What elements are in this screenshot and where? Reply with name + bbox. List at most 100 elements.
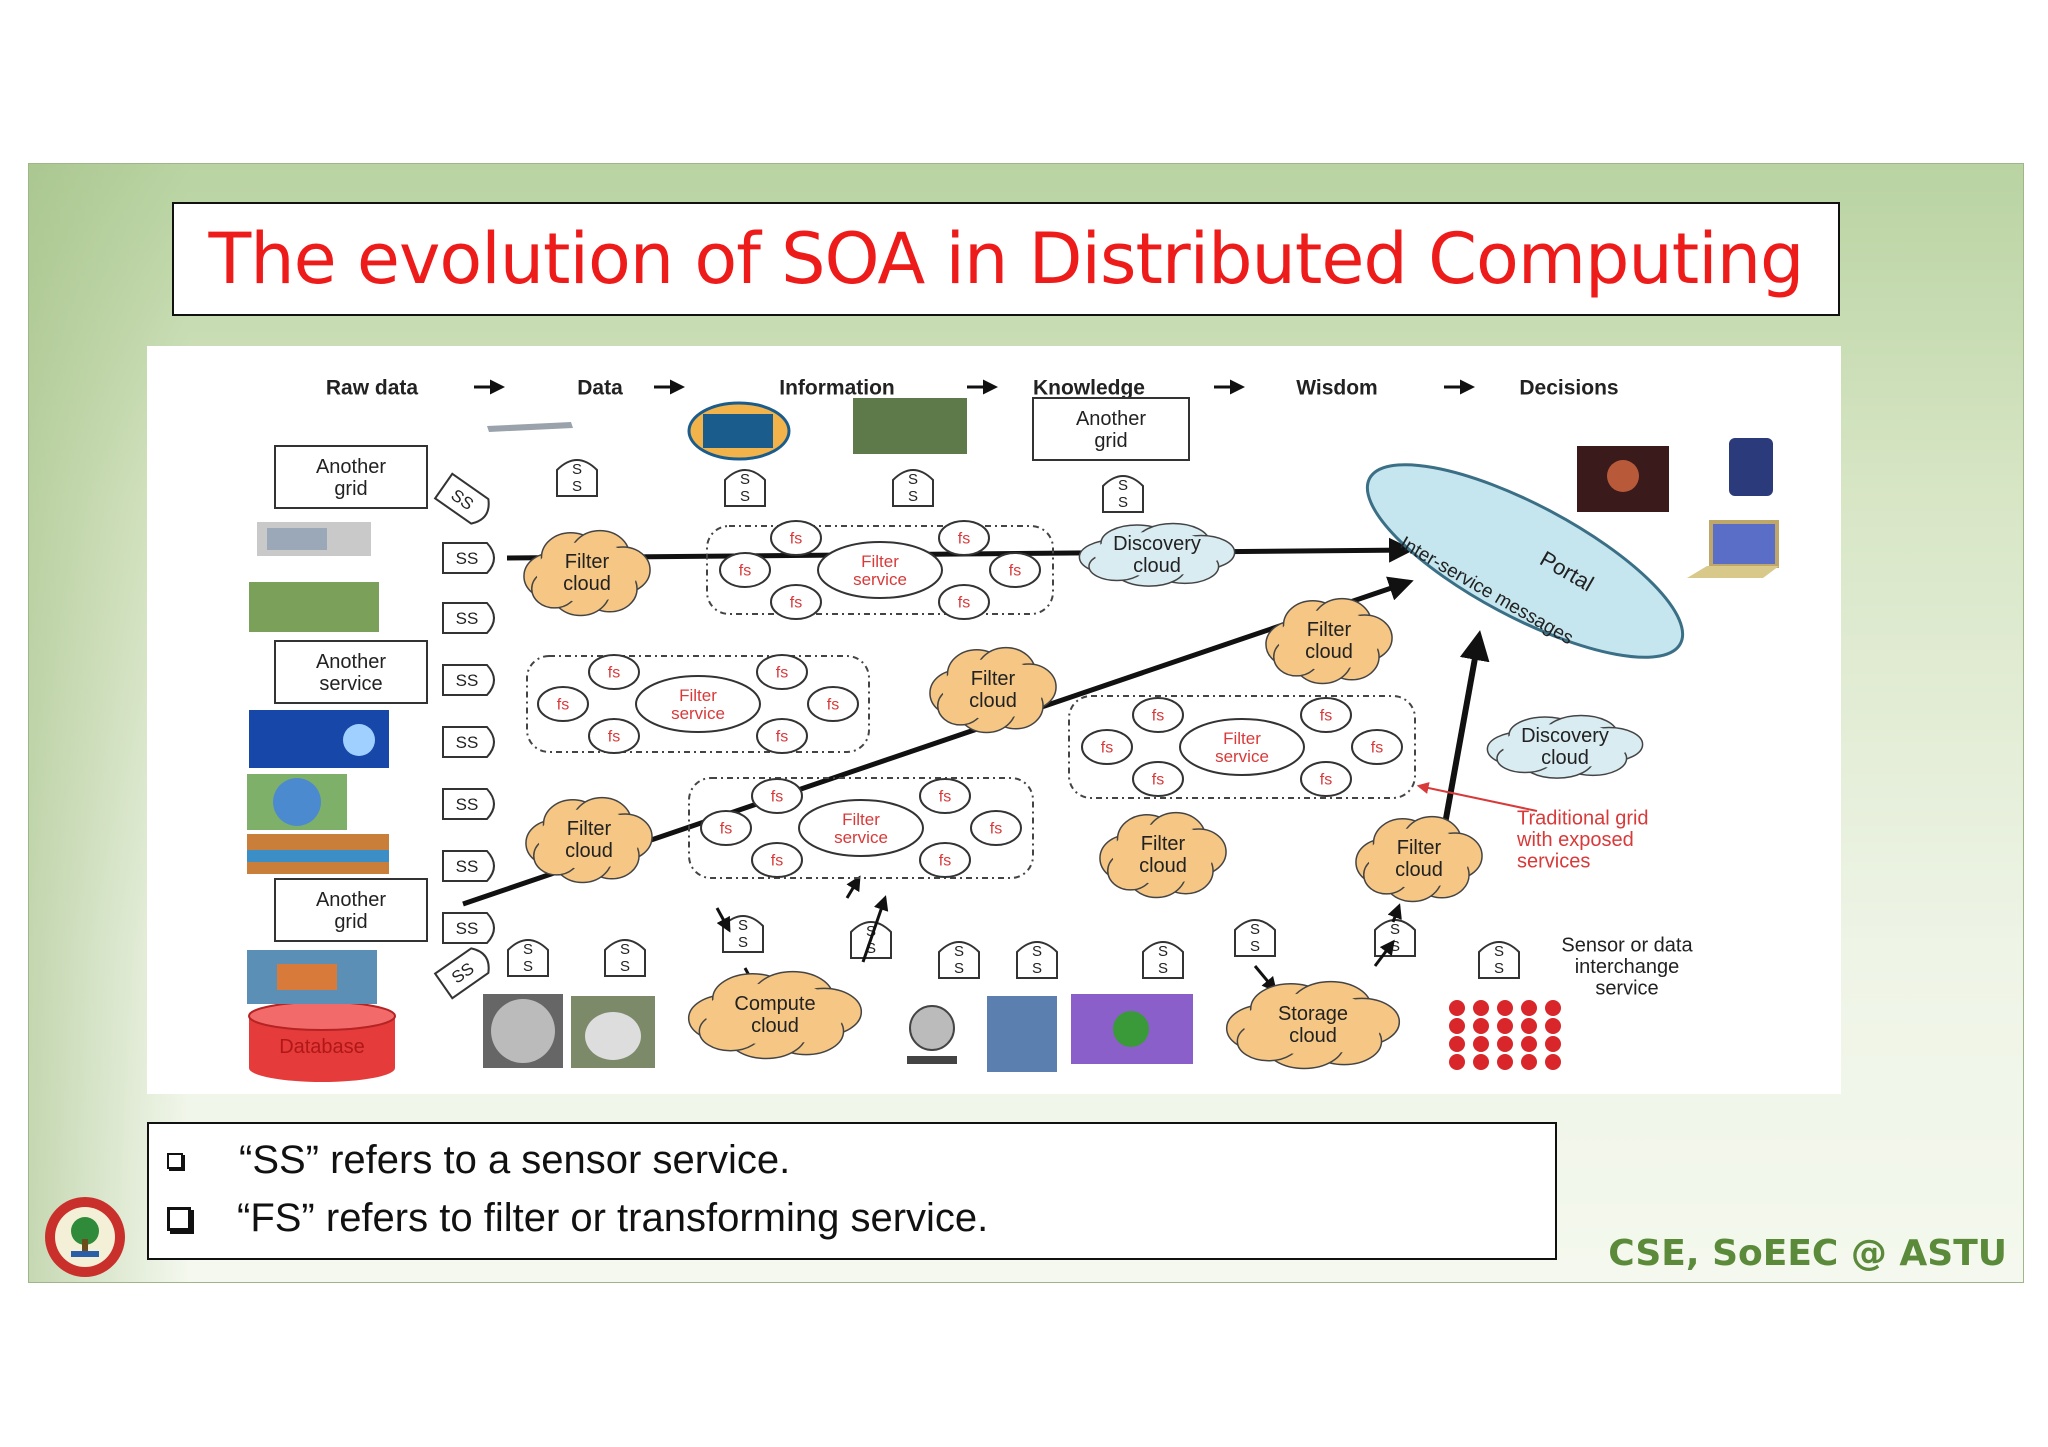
fs-label: fs [1101, 740, 1113, 757]
gateway-tag: SS [892, 469, 934, 507]
gateway-shape [1234, 919, 1276, 957]
fs-label: fs [958, 531, 970, 548]
map-land [703, 414, 773, 448]
gateway-label: S [908, 471, 918, 488]
gateway-label: S [1494, 960, 1504, 977]
fs-label: fs [739, 563, 751, 580]
fs-label: fs [771, 853, 783, 870]
filter-service-node [798, 799, 924, 857]
legend-text-fs: “FS” refers to filter or transforming se… [237, 1196, 989, 1240]
small-arrow [861, 895, 889, 963]
fs-label: fs [939, 789, 951, 806]
gateway-label: S [954, 960, 964, 977]
fs-label: fs [990, 821, 1002, 838]
database-bottom [249, 1054, 395, 1082]
sensor-network-icon [1071, 994, 1193, 1064]
sensor-service-tag [442, 726, 495, 758]
sensor-dot [1497, 1000, 1513, 1016]
region-border [1068, 695, 1416, 799]
gateway-tag: SS [722, 915, 764, 953]
legend-item-fs: “FS” refers to filter or transforming se… [167, 1196, 988, 1241]
sensor-dot [1521, 1018, 1537, 1034]
legend-text-ss: “SS” refers to a sensor service. [239, 1138, 791, 1182]
fs-label: fs [776, 665, 788, 682]
another-grid-box [1032, 397, 1190, 461]
region-border [706, 525, 1054, 615]
fs-label: fs [1371, 740, 1383, 757]
sensor-service-tag-label: SS [456, 857, 479, 876]
phone-screen [267, 528, 327, 550]
gateway-shape [1102, 475, 1144, 513]
gateway-label: S [620, 958, 630, 975]
network-photo-icon [249, 710, 389, 768]
sensor-service-tag [442, 602, 495, 634]
gateway-tag: SS [1374, 919, 1416, 957]
cloud-core [942, 658, 1044, 720]
gateway-shape [938, 941, 980, 979]
footer-credit: CSE, SoEEC @ ASTU [1608, 1233, 2007, 1274]
sensor-dot [1497, 1018, 1513, 1034]
fs-node [807, 686, 859, 722]
fs-node [989, 552, 1041, 588]
sensor-dot [1497, 1054, 1513, 1070]
gateway-shape [556, 459, 598, 497]
gateway-label: S [572, 461, 582, 478]
node [1113, 1011, 1149, 1047]
filter-service-region [526, 654, 870, 754]
filter-cloud [1355, 815, 1483, 903]
sensor-service-tag [442, 788, 495, 820]
gateway-tag: SS [1102, 475, 1144, 513]
laptop-icon [1683, 518, 1787, 586]
fs-node [919, 778, 971, 814]
fs-node [719, 552, 771, 588]
fs-node [1132, 761, 1184, 797]
filter-service-region [706, 520, 1054, 620]
gateway-tag: SS [1478, 941, 1520, 979]
sensor-service-tag-label: SS [456, 609, 479, 628]
stage-label: Information [779, 376, 895, 399]
sensor-dot [1545, 1018, 1561, 1034]
fs-label: fs [1152, 772, 1164, 789]
gateway-label: S [572, 478, 582, 495]
cloud-core [1502, 723, 1628, 769]
gateway-tag: SS [1016, 941, 1058, 979]
fs-label: fs [939, 853, 951, 870]
sensor-dot [1449, 1018, 1465, 1034]
annotation-arrow [1416, 782, 1538, 812]
gateway-label: S [1032, 960, 1042, 977]
gateway-label: S [1032, 943, 1042, 960]
tower-photo-icon-bg [987, 996, 1057, 1072]
laptop-screen [1709, 520, 1779, 568]
gateway-label: S [954, 943, 964, 960]
sensor-service-tag-label: SS [456, 549, 479, 568]
sensor-dot [1473, 1000, 1489, 1016]
stand [907, 1056, 957, 1064]
filter-service-node [1179, 718, 1305, 776]
airplane-body [487, 422, 573, 432]
sensor-dot [1497, 1036, 1513, 1052]
legend-item-ss: “SS” refers to a sensor service. [167, 1138, 790, 1183]
fs-node [970, 810, 1022, 846]
gateway-label: S [866, 923, 876, 940]
fs-node [938, 584, 990, 620]
handheld-device-icon [1715, 432, 1787, 502]
fs-node [588, 718, 640, 754]
sensor-service-tag [442, 912, 495, 944]
person [1607, 460, 1639, 492]
gateway-shape [1142, 941, 1184, 979]
stage-label: Wisdom [1296, 376, 1377, 399]
lens [909, 1005, 955, 1051]
band [247, 850, 389, 862]
filter-cloud [525, 796, 653, 884]
filter-service-region [1068, 695, 1416, 799]
fs-label: fs [720, 821, 732, 838]
fs-label: fs [776, 729, 788, 746]
gateway-label: S [1390, 921, 1400, 938]
